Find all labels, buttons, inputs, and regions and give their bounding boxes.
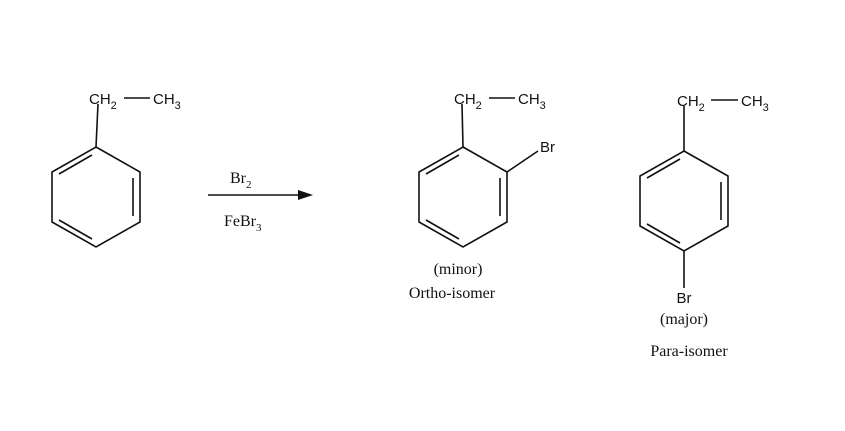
reactant-ethyl-bond — [95, 103, 99, 148]
ortho-isomer-label: Ortho-isomer — [409, 285, 496, 302]
reactant-ring-double-bond-2 — [58, 219, 93, 240]
para-ring-double-bond-2 — [646, 223, 681, 244]
ortho-product: CH2 CH3 Br (minor) Ortho-isomer — [409, 91, 555, 302]
ortho-ethyl-bond — [461, 103, 464, 148]
para-isomer-label: Para-isomer — [650, 343, 728, 360]
ortho-ring-hexagon — [418, 146, 508, 248]
reactant-ch2-label: CH2 — [89, 91, 117, 112]
ortho-ring-double-bond-2 — [425, 219, 460, 240]
ortho-ch2-label: CH2 — [454, 91, 482, 112]
reactant-ch3-label: CH3 — [153, 91, 181, 112]
reactant-ring — [51, 146, 141, 248]
reactant-ring-hexagon — [51, 146, 141, 248]
reactant-ethylbenzene: CH2 CH3 — [51, 91, 181, 248]
reactant-ring-double-bond-3 — [58, 154, 93, 175]
para-ch2-label: CH2 — [677, 93, 705, 114]
para-yield-label: (major) — [660, 311, 708, 328]
reagent-br2-label: Br2 — [230, 170, 252, 191]
ortho-yield-label: (minor) — [434, 261, 483, 278]
reaction-arrow-group: Br2 FeBr3 — [208, 170, 313, 234]
ortho-ch3-label: CH3 — [518, 91, 546, 112]
reagent-febr3-label: FeBr3 — [224, 213, 262, 234]
reaction-arrow-head — [298, 190, 313, 200]
para-ring-hexagon — [639, 150, 729, 252]
para-product: CH2 CH3 Br (major) Para-isomer — [639, 93, 769, 360]
para-ch3-label: CH3 — [741, 93, 769, 114]
para-ring — [639, 150, 729, 252]
ortho-c-br-bond — [506, 150, 539, 173]
ortho-br-label: Br — [540, 139, 555, 156]
ortho-ring — [418, 146, 508, 248]
para-ring-double-bond-3 — [646, 158, 681, 179]
ortho-ring-double-bond-3 — [425, 154, 460, 175]
para-br-label: Br — [677, 290, 692, 307]
